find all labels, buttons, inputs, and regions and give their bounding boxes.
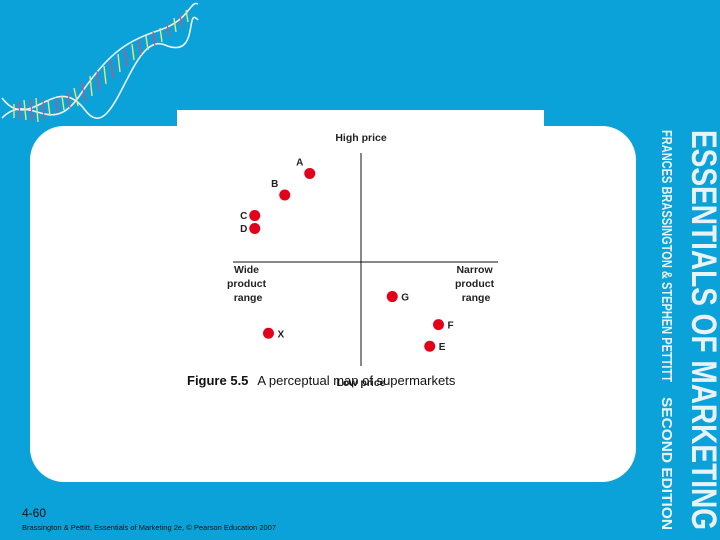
map-point-label-b: B [271,179,278,190]
figure-caption: Figure 5.5 A perceptual map of supermark… [187,373,455,388]
map-point-label-f: F [448,321,454,332]
axis-label-right-line-3: range [462,292,491,304]
axis-label-left: Wide product range [227,264,269,304]
axis-label-left-line-3: range [234,292,263,304]
map-point-b [279,189,291,201]
axis-label-left-line-1: Wide [234,264,259,276]
map-point-d [249,223,261,235]
map-point-a [304,167,316,179]
book-title-edition: SECOND EDITION [658,397,675,530]
axis-label-bottom: Low price [336,377,385,389]
map-point-label-g: G [401,293,409,304]
map-point-label-c: C [240,211,247,222]
axis-label-left-line-2: product [227,278,267,290]
content-card [30,126,636,482]
map-points: A B CD G FE X [240,157,453,353]
content-card-tab [177,110,544,140]
map-point-label-x: X [278,329,285,340]
map-point-label-d: D [240,224,247,235]
axis-label-top: High price [335,132,387,144]
slide-footer: Brassington & Pettitt, Essentials of Mar… [22,523,277,532]
map-point-label-e: E [439,342,446,353]
axis-label-right-line-2: product [455,278,495,290]
book-title-authors: FRANCES BRASSINGTON & STEPHEN PETTITT [658,130,675,382]
map-point-label-a: A [296,157,303,168]
axis-label-right: Narrow product range [455,264,497,304]
map-point-e [424,340,436,352]
map-point-g [386,291,398,303]
map-point-x [263,327,274,339]
book-title-vertical: ESSENTIALS OF MARKETING FRANCES BRASSING… [658,130,718,530]
slide-number: 4-60 [22,506,47,520]
dna-helix-decoration [1,2,199,123]
axis-label-right-line-1: Narrow [456,264,493,276]
figure-caption-text: A perceptual map of supermarkets [257,373,456,388]
map-point-f [433,319,444,331]
map-point-c [249,210,261,222]
figure-number: Figure 5.5 [187,373,249,388]
book-title-main: ESSENTIALS OF MARKETING [684,130,718,530]
